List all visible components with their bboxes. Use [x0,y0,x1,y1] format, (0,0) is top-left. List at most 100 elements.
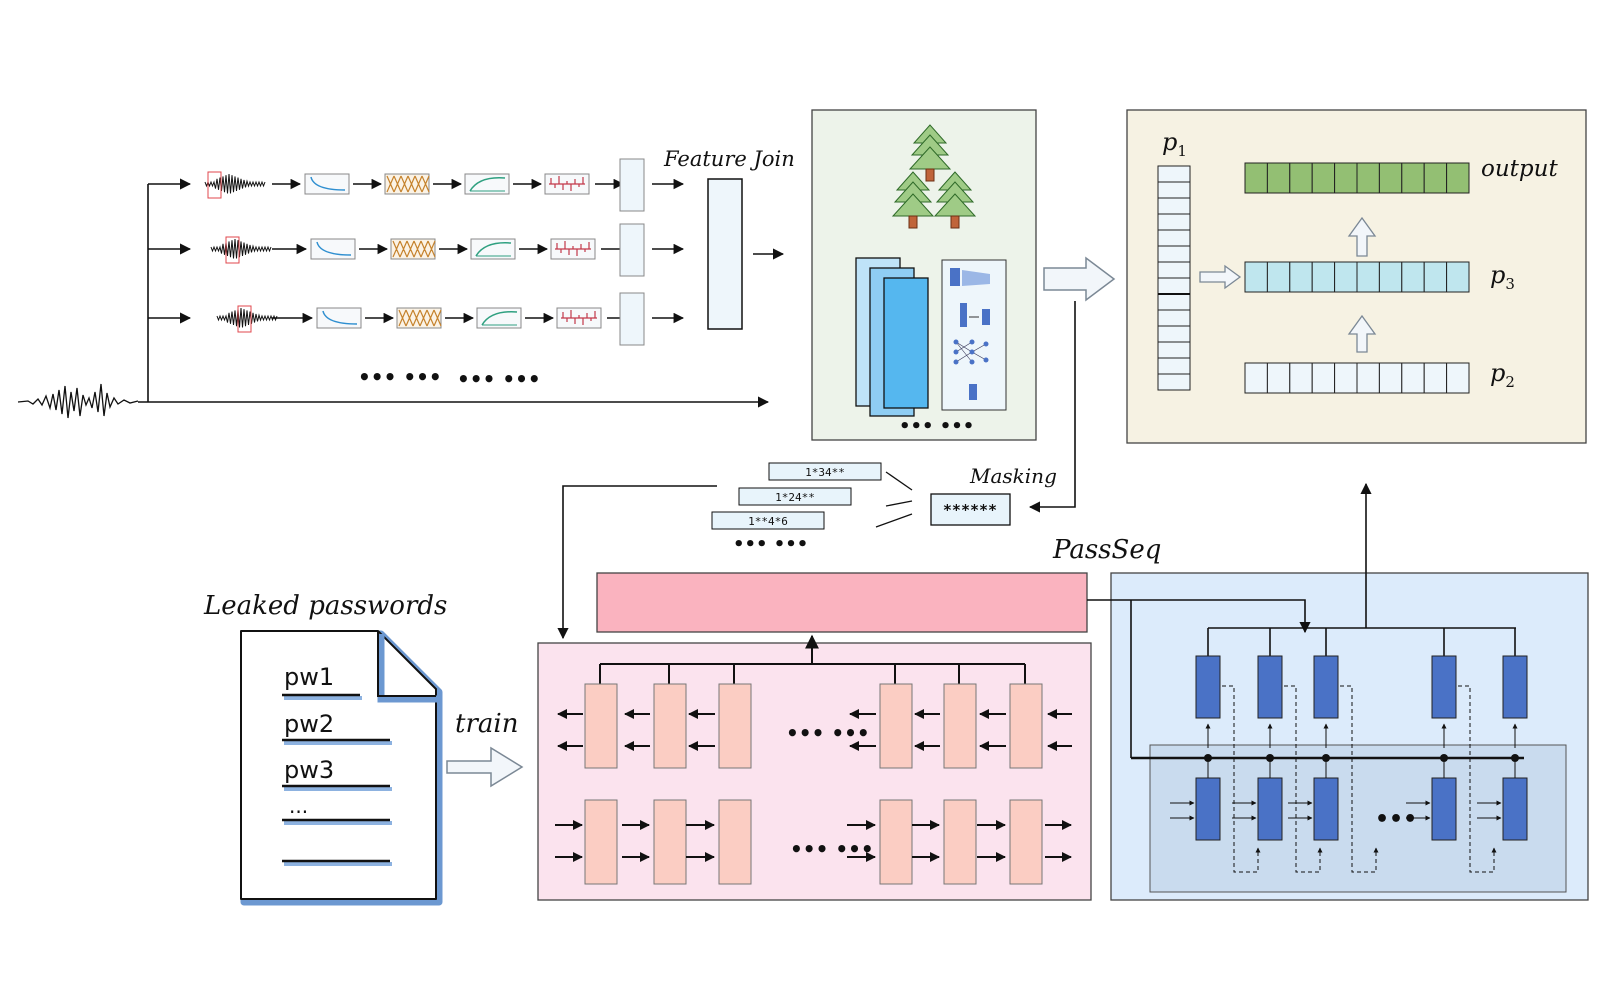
p3-cell [1446,261,1470,293]
pipeline-row [216,292,685,346]
output-cell [1195,655,1221,719]
output-vector [1244,162,1470,194]
p1-cell [1157,277,1191,295]
p3-cell [1311,261,1336,293]
password-line-2: pw2 [284,710,334,738]
filterbank-box [390,238,436,260]
masking-spread-lines [875,471,913,528]
password-underlines [282,693,392,866]
p2-cell [1378,362,1403,394]
skip-connection [1458,685,1497,873]
embedding-to-output-connector [1087,599,1311,634]
filterbank-icon [398,309,442,327]
stacked-layers-icon [855,257,929,417]
p2-cell [1311,362,1336,394]
output-cell [1334,162,1358,194]
growth-box [470,238,516,260]
p1-cell [1157,213,1191,231]
forward-lstm-cell [943,799,977,885]
window-highlight [237,305,252,333]
feature-pipeline [204,158,685,346]
mask-token: ****** [943,501,997,519]
p1-cell [1157,261,1191,279]
stem-plot-icon [549,176,585,191]
feature-join-vector [707,178,743,330]
p2-cell [1423,362,1448,394]
password-line-3: pw3 [284,756,334,784]
feature-vector [619,292,645,346]
p3-cell [1423,261,1448,293]
window-highlight [207,171,222,199]
output-cell [1356,162,1380,194]
filterbank-box [384,173,430,195]
waveform-segment-icon [210,238,272,259]
train-arrow [446,746,524,788]
p3-cell [1401,261,1425,293]
model-to-output-arrow [1043,256,1116,302]
output-cell [1244,162,1268,194]
hidden-cell [1502,777,1528,841]
growth-box [464,173,510,195]
backward-lstm-cell [943,683,977,769]
growth-curve-icon [481,311,518,326]
p2-cell [1289,362,1313,394]
window-highlight [225,236,240,264]
output-cell [1289,162,1313,194]
output-cell [1423,162,1448,194]
feature-vector [619,223,645,277]
p1-cell [1157,245,1191,263]
leaked-passwords-label: Leaked passwords [203,591,447,621]
masked-pattern-1: 1*34** [805,466,845,479]
patterns-to-bilstm-connector [557,485,717,640]
output-cell [1431,655,1457,719]
p3-cell [1266,261,1291,293]
decay-curve-icon [310,176,346,191]
bilstm-panel [537,642,1092,901]
bus-node [1266,754,1274,762]
p3-cell [1289,261,1313,293]
masked-pattern-2: 1*24** [775,491,815,504]
p2-cell [1356,362,1380,394]
masked-pattern-box-2 [738,487,852,506]
p3-to-output-arrow [1347,216,1377,257]
bilstm-layer [555,634,1072,885]
p2-cell [1244,362,1268,394]
train-label: train [455,709,518,739]
mask-token-box [930,493,1011,526]
backward-lstm-cell [718,683,752,769]
tree-icon [891,124,977,229]
p1-cell [1157,373,1191,391]
p1-cell [1157,197,1191,215]
p3-cell [1334,261,1358,293]
masked-pattern-3: 1**4*6 [748,515,788,528]
model-panel-ellipsis: ••• ••• [899,416,974,437]
skip-connection [1340,685,1379,873]
p3-cell [1356,261,1380,293]
branch-connectors [138,178,770,408]
p1-label: p1 [1162,128,1187,160]
output-cell [1446,162,1470,194]
backward-lstm-cell [879,683,913,769]
growth-curve-icon [469,177,506,192]
p1-cell [1157,325,1191,343]
spectrum-box [304,173,350,195]
decay-curve-icon [322,310,358,325]
output-label: output [1481,156,1558,182]
bilstm-ellipsis-bottom: ••• ••• [790,837,874,861]
p2-label: p2 [1490,359,1515,391]
neural-network-icon [941,259,1007,411]
masked-pattern-box-1 [768,462,882,481]
p2-vector [1244,362,1470,394]
passseq-network [1087,599,1528,873]
bus-node [1322,754,1330,762]
p1-cell [1157,309,1191,327]
waveform-segment-icon [216,307,278,328]
pink-embedding-bar [596,572,1088,633]
passseq-ellipsis: ••• [1375,807,1417,832]
feature-join-label: Feature Join [663,147,795,171]
forward-lstm-cell [653,799,687,885]
backward-lstm-cell [653,683,687,769]
output-cell [1311,162,1336,194]
hidden-cell [1431,777,1457,841]
masking-label: Masking [969,464,1057,488]
